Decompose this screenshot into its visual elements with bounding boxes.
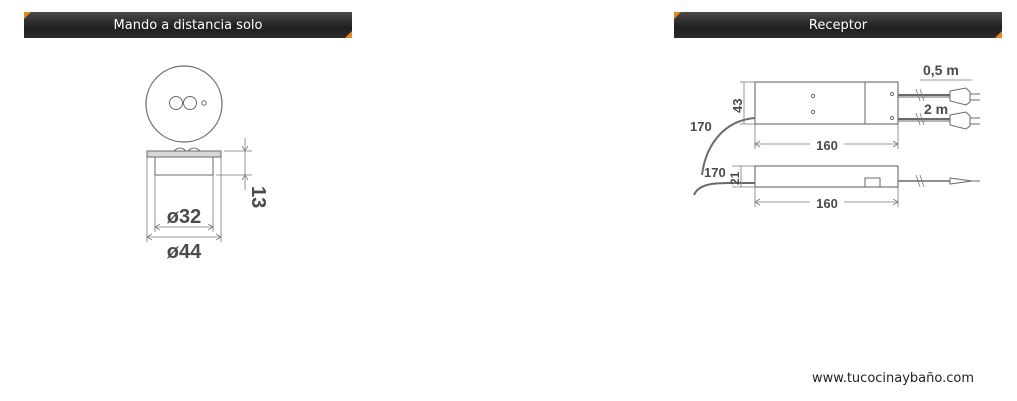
dim-cable-long-label: 2 m bbox=[924, 101, 948, 117]
header-accent-corner bbox=[24, 12, 31, 19]
website-watermark: www.tucocinaybaño.com bbox=[812, 371, 975, 386]
section-header-receiver: Receptor bbox=[674, 12, 1002, 38]
header-accent-corner bbox=[345, 31, 352, 38]
dim-cable-short-label: 0,5 m bbox=[923, 62, 959, 78]
connector-plug-icon bbox=[949, 111, 971, 130]
dim-cable-left-bottom-label: 170 bbox=[704, 165, 726, 180]
remote-led-icon bbox=[201, 100, 207, 106]
receiver-drawing: 0,5 m 2 m 43 170 160 170 21 160 bbox=[690, 62, 980, 211]
section-header-remote: Mando a distancia solo bbox=[24, 12, 352, 38]
receiver-top-view bbox=[754, 81, 899, 125]
remote-control-drawing: 13 ø32 ø44 bbox=[145, 65, 269, 263]
header-accent-corner bbox=[995, 31, 1002, 38]
dim-outer-diameter-label: ø44 bbox=[167, 241, 202, 263]
remote-flange bbox=[146, 150, 222, 158]
remote-top-view bbox=[145, 65, 223, 143]
dim-cable-left-top-label: 170 bbox=[690, 119, 712, 134]
remote-button-icon bbox=[169, 96, 183, 110]
section-title: Receptor bbox=[808, 17, 868, 33]
dim-height-label: 13 bbox=[247, 186, 269, 208]
receiver-side-view bbox=[754, 165, 899, 188]
dim-height-bottom-label: 21 bbox=[728, 171, 742, 185]
dim-height-top-label: 43 bbox=[730, 99, 745, 113]
dim-inner-diameter-label: ø32 bbox=[167, 206, 201, 228]
dim-length-bottom-label: 160 bbox=[816, 196, 838, 211]
section-title: Mando a distancia solo bbox=[113, 17, 263, 33]
connector-plug-icon bbox=[949, 87, 971, 106]
dim-length-top-label: 160 bbox=[816, 138, 838, 153]
remote-body bbox=[154, 156, 214, 176]
header-accent-corner bbox=[674, 12, 681, 19]
remote-button-icon bbox=[183, 96, 197, 110]
